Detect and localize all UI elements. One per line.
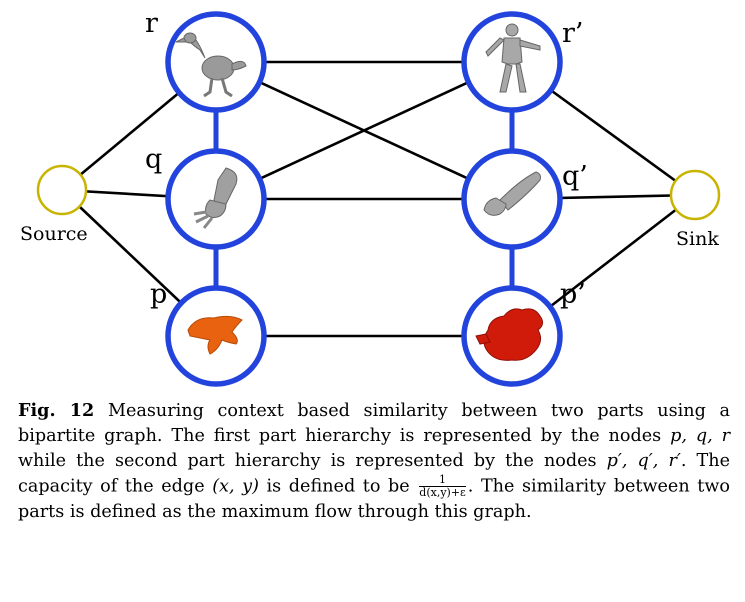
caption-math-2: p′, q′, r′	[606, 451, 681, 471]
figure-number: Fig. 12	[18, 400, 95, 421]
node-label-q-prime: q’	[562, 161, 588, 192]
caption-text-3: . The capacity of the edge	[18, 451, 730, 497]
human-figure-icon	[485, 23, 541, 93]
node-q-prime	[461, 148, 563, 250]
caption-text-5: . The similarity between two parts is de…	[18, 476, 730, 522]
source-node	[36, 164, 88, 216]
node-label-p-prime: p’	[560, 279, 586, 310]
orange-hand-icon	[187, 315, 243, 355]
fraction-denominator: d(x,y)+ε	[419, 486, 466, 499]
red-hand-icon	[475, 308, 544, 361]
sink-node	[669, 169, 721, 221]
caption-text-4: is defined to be	[258, 476, 418, 497]
node-label-r: r	[145, 8, 158, 39]
edge-q-to-r-prime	[215, 60, 513, 201]
node-label-q: q	[145, 144, 162, 175]
figure-caption: Fig. 12 Measuring context based similari…	[18, 398, 730, 525]
node-label-p: p	[150, 279, 167, 310]
node-p	[165, 285, 267, 387]
caption-text-1: Measuring context based similarity betwe…	[18, 401, 730, 446]
fraction-numerator: 1	[419, 474, 466, 487]
node-r-prime	[461, 11, 563, 113]
caption-math-1: p, q, r	[670, 426, 731, 446]
dodo-bird-icon	[175, 32, 247, 98]
node-r	[165, 11, 267, 113]
node-p-prime	[461, 285, 563, 387]
node-label-r-prime: r’	[562, 18, 584, 49]
caption-text-2: while the second part hierarchy is repre…	[18, 451, 607, 471]
arm-hand-icon	[193, 167, 238, 229]
caption-math-3: (x, y)	[212, 476, 259, 497]
bipartite-graph: r q p r’ q’ p’ Source Sink	[20, 8, 721, 387]
sink-label: Sink	[676, 228, 719, 250]
node-q	[165, 148, 267, 250]
source-label: Source	[20, 223, 88, 245]
forearm-hand-icon	[483, 171, 541, 216]
